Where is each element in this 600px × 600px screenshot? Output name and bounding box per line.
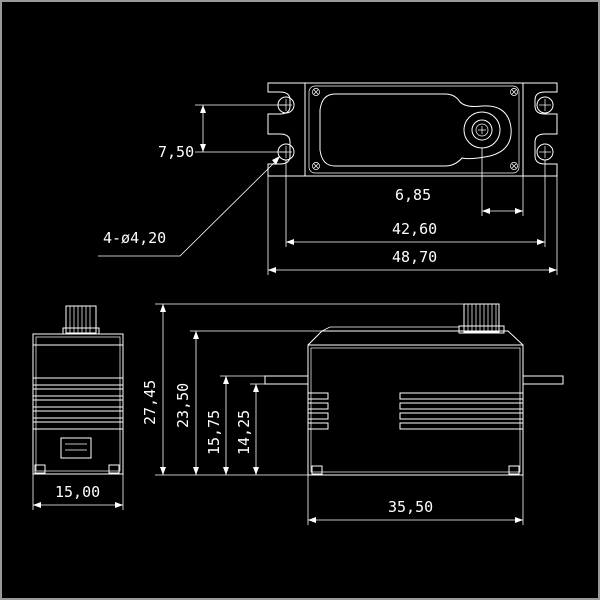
- side-view: [32, 305, 124, 475]
- screw-icon: [312, 88, 320, 96]
- screw-icon: [510, 162, 518, 170]
- side-view-dimensions: [32, 474, 124, 510]
- dim-label-overall-length: 48,70: [392, 248, 437, 266]
- dim-label-flange-base-height: 14,25: [235, 410, 253, 455]
- dim-label-overall-height: 27,45: [141, 380, 159, 425]
- output-spline-top: [463, 111, 501, 149]
- mounting-hole-top-right: [536, 96, 554, 114]
- dim-label-flange-height: 15,75: [205, 410, 223, 455]
- front-view-flange: [264, 375, 309, 385]
- top-view-body: [304, 82, 524, 177]
- front-view: [264, 303, 564, 476]
- side-view-body: [32, 333, 124, 475]
- screw-icon: [510, 88, 518, 96]
- dim-label-side-width: 15,00: [55, 483, 100, 501]
- top-view-flange: [267, 82, 558, 177]
- dim-label-hole-spacing: 7,50: [158, 143, 194, 161]
- top-view-dimensions: [98, 104, 558, 275]
- front-view-body: [307, 344, 524, 476]
- mounting-hole-bottom-right: [536, 143, 554, 161]
- dim-label-body-length: 42,60: [392, 220, 437, 238]
- screw-icon: [312, 162, 320, 170]
- dim-label-front-width: 35,50: [388, 498, 433, 516]
- dim-label-body-height: 23,50: [174, 383, 192, 428]
- top-view-lid: [319, 93, 512, 167]
- front-view-dimensions: [155, 303, 524, 525]
- dim-label-horn-offset: 6,85: [395, 186, 431, 204]
- top-view: [267, 82, 558, 177]
- dim-label-hole-diameter: 4-ø4,20: [103, 229, 166, 247]
